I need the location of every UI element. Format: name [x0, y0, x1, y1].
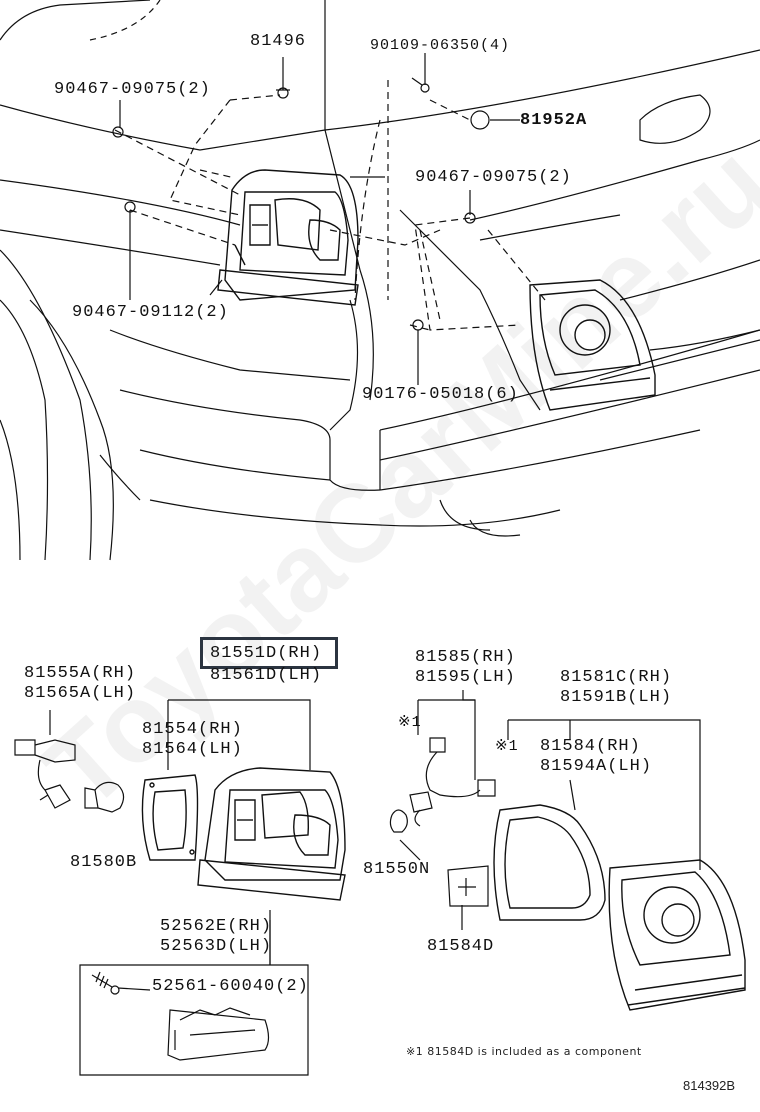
callout-81585[interactable]: 81585(RH) — [415, 648, 516, 667]
gasket-81584 — [493, 804, 606, 921]
callout-81550n[interactable]: 81550N — [363, 860, 431, 879]
callout-81580b[interactable]: 81580B — [70, 853, 138, 872]
label-81584d — [447, 865, 489, 907]
callout-90467-09075-right[interactable]: 90467-09075(2) — [415, 168, 572, 187]
callout-81591b[interactable]: 81591B(LH) — [560, 688, 673, 707]
upper-tail-lamp — [217, 169, 359, 306]
diagram-code: 814392B — [683, 1078, 736, 1093]
gasket-81554 — [141, 774, 199, 861]
callout-81554[interactable]: 81554(RH) — [142, 720, 243, 739]
callout-81584d[interactable]: 81584D — [427, 937, 495, 956]
leader-lines-upper — [119, 53, 520, 385]
wiring-harness — [389, 737, 496, 833]
callout-81565a[interactable]: 81565A(LH) — [24, 684, 137, 703]
footnote: ※1 81584D is included as a component — [406, 1045, 642, 1058]
vehicle-body-outline — [0, 0, 760, 561]
callout-52561-60040[interactable]: 52561-60040(2) — [152, 977, 309, 996]
callout-90176-05018[interactable]: 90176-05018(6) — [362, 385, 519, 404]
callout-81581c[interactable]: 81581C(RH) — [560, 668, 673, 687]
callout-52563d[interactable]: 52563D(LH) — [160, 937, 273, 956]
fasteners-upper — [112, 77, 490, 331]
callout-81594a[interactable]: 81594A(LH) — [540, 757, 653, 776]
callout-52562e[interactable]: 52562E(RH) — [160, 917, 273, 936]
callout-90467-09075-left[interactable]: 90467-09075(2) — [54, 80, 211, 99]
screw-and-bracket — [91, 971, 270, 1061]
note-mark-2: ※1 — [495, 738, 519, 755]
callout-81496[interactable]: 81496 — [250, 32, 307, 51]
upper-back-lamp — [529, 279, 656, 411]
callout-81595[interactable]: 81595(LH) — [415, 668, 516, 687]
note-mark-1: ※1 — [398, 714, 422, 731]
callout-81584[interactable]: 81584(RH) — [540, 737, 641, 756]
callout-90467-09112[interactable]: 90467-09112(2) — [72, 303, 229, 322]
socket-assembly-left — [14, 739, 125, 813]
lower-back-lamp — [608, 859, 746, 1011]
highlight-box — [200, 637, 338, 669]
bracket-lines-lower — [49, 690, 701, 1076]
callout-81555a[interactable]: 81555A(RH) — [24, 664, 137, 683]
lower-tail-lamp — [197, 767, 346, 901]
callout-90109-06350[interactable]: 90109-06350(4) — [370, 37, 511, 54]
callout-81551d[interactable]: 81551D(RH) — [210, 644, 323, 663]
callout-81561d[interactable]: 81561D(LH) — [210, 666, 323, 685]
callout-81564[interactable]: 81564(LH) — [142, 740, 243, 759]
callout-81952a[interactable]: 81952A — [520, 111, 588, 130]
